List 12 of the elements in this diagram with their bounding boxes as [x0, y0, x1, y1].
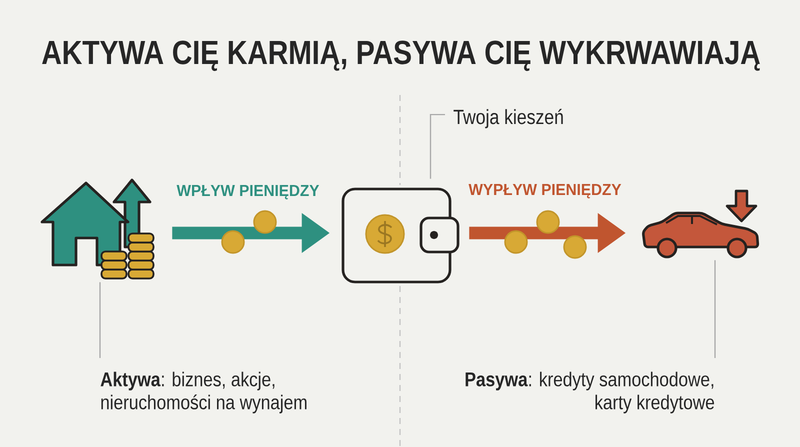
leader-line: [714, 260, 716, 358]
edge-label: WYPŁYW PIENIĘDZY: [468, 183, 622, 200]
callout-label: Twoja kieszeń: [454, 108, 563, 128]
leader-line: [430, 114, 445, 179]
edge-label: WPŁYW PIENIĘDZY: [176, 184, 320, 200]
car-illustration: [642, 190, 760, 258]
title: AKTYWA CIĘ KARMIĄ, PASYWA CIĘ WYKRWAWIAJĄ: [42, 40, 760, 71]
leader-line: [99, 282, 101, 358]
wallet-illustration: [342, 188, 460, 284]
caption-text: Pasywa: kredyty samochodowe, karty kredytowe: [466, 372, 714, 414]
house-illustration: [40, 178, 154, 280]
caption-text: Aktywa: biznes, akcje, nieruchomości na wynajem: [100, 372, 306, 414]
